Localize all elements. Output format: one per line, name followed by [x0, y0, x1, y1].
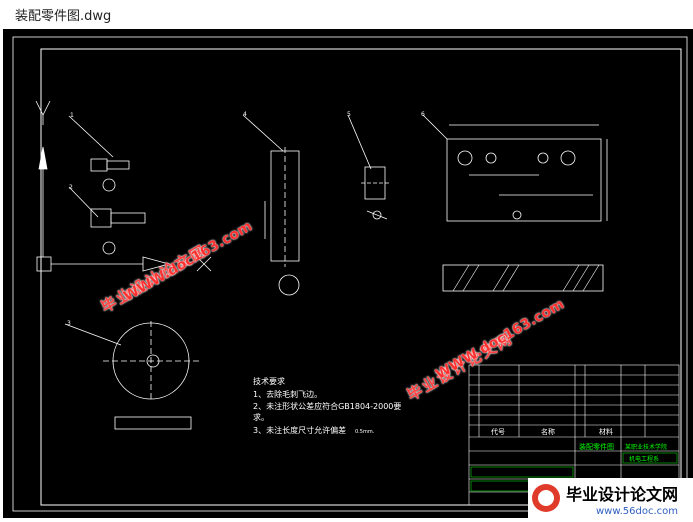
balloon-4: 4 [243, 111, 247, 118]
notes-line3: 3、未注长度尺寸允许偏差 [253, 425, 346, 435]
drawing-canvas[interactable]: 1 2 3 4 5 6 技术要求 1、去除毛刺飞边。 2、未注形状公差应符合GB… [3, 29, 693, 518]
ucs-icon [35, 100, 212, 272]
part-plate [422, 114, 608, 292]
site-logo: 毕业设计论文网 www.56doc.com [528, 478, 693, 518]
title-block-text: 代号 名称 材料 装配零件图 某职业技术学院 机电工程系 [491, 427, 667, 463]
part-bar [242, 114, 300, 296]
tb-school: 某职业技术学院 [625, 443, 667, 451]
balloon-labels: 1 2 3 4 5 6 [67, 111, 425, 327]
notes-line1: 1、去除毛刺飞边。 [253, 389, 322, 399]
notes-heading: 技术要求 [253, 376, 285, 386]
cad-drawing: 1 2 3 4 5 6 技术要求 1、去除毛刺飞边。 2、未注形状公差应符合GB… [12, 36, 688, 512]
tb-material-header: 材料 [599, 427, 613, 436]
inner-border [40, 48, 682, 506]
part-disc [64, 321, 199, 430]
balloon-1: 1 [70, 112, 74, 119]
part-bolts [68, 115, 146, 255]
logo-text: 毕业设计论文网 [566, 485, 678, 504]
balloon-3: 3 [67, 320, 71, 327]
part-block-small [347, 114, 389, 220]
technical-notes: 技术要求 1、去除毛刺飞边。 2、未注形状公差应符合GB1804-2000要 求… [253, 376, 401, 435]
tb-dept: 机电工程系 [629, 455, 659, 463]
notes-line3-value: 0.5mm. [355, 429, 375, 435]
balloon-5: 5 [347, 111, 351, 118]
tb-name-header: 名称 [541, 427, 555, 436]
notes-line2: 2、未注形状公差应符合GB1804-2000要 [253, 401, 401, 411]
logo-url: www.56doc.com [596, 506, 678, 517]
balloon-6: 6 [421, 111, 425, 118]
window-title: 装配零件图.dwg [15, 9, 112, 24]
balloon-2: 2 [69, 184, 73, 191]
tb-drawing-name: 装配零件图 [579, 442, 614, 451]
outer-border [12, 36, 688, 512]
notes-line2b: 求。 [253, 412, 269, 422]
window-titlebar: 装配零件图.dwg [0, 0, 693, 28]
tb-code-header: 代号 [491, 427, 505, 436]
